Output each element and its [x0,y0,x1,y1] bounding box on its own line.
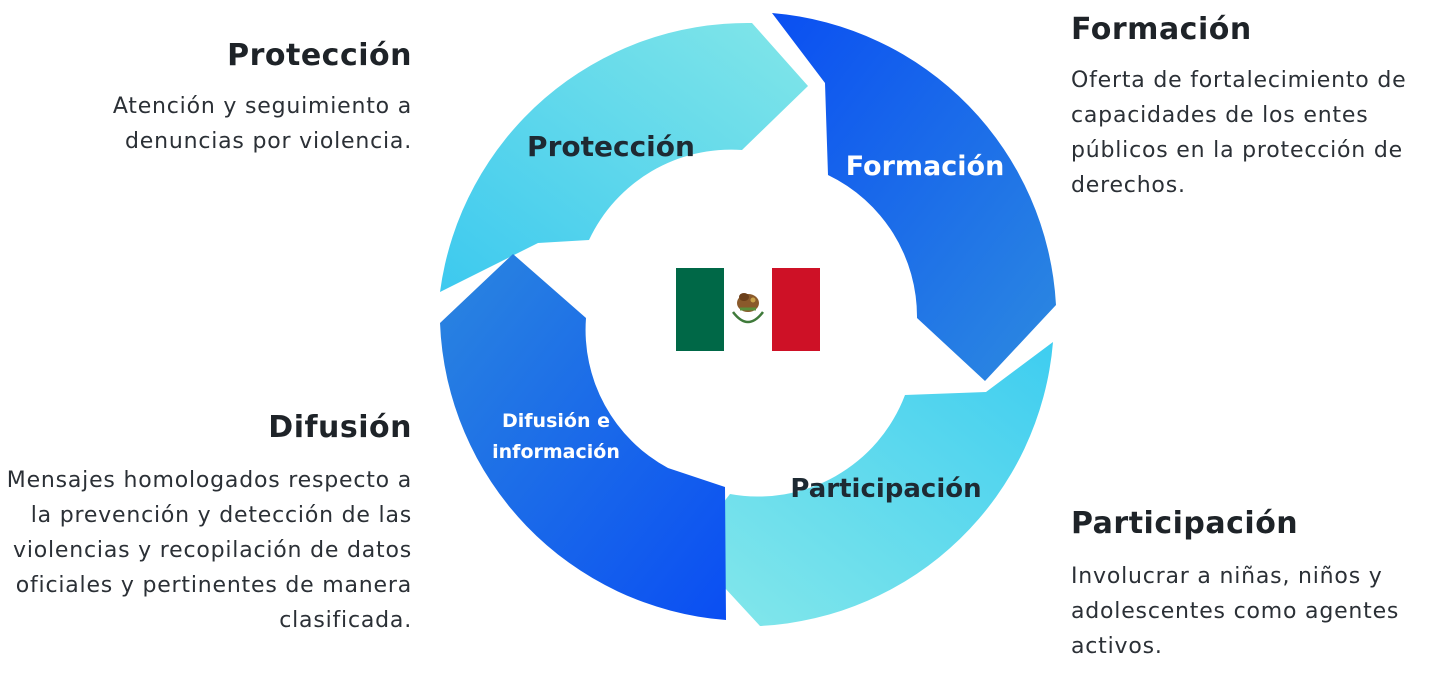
formacion-description: Formación Oferta de fortalecimiento de c… [1071,12,1447,203]
difusion-text: Mensajes homologados respecto a la preve… [6,468,412,633]
proteccion-text: Atención y seguimiento a denuncias por v… [112,94,412,154]
segment-participacion [688,342,1053,626]
mexico-flag-icon [676,268,820,351]
segment-difusion [440,254,726,620]
cycle-label-difusion-1: Difusión e [502,410,610,432]
formacion-text: Oferta de fortalecimiento de capacidades… [1071,68,1407,198]
cycle-label-formacion: Formación [846,151,1005,182]
proteccion-heading: Protección [227,38,412,73]
participacion-description: Participación Involucrar a niñas, niños … [1071,506,1447,664]
segment-formacion [772,13,1056,381]
formacion-heading: Formación [1071,12,1252,47]
participacion-heading: Participación [1071,506,1299,541]
segment-proteccion [440,22,808,293]
cycle-label-difusion-2: información [492,441,620,463]
flag-green-stripe [676,268,724,351]
cycle-label-participacion: Participación [790,474,981,504]
flag-red-stripe [772,268,820,351]
coat-of-arms-icon [732,293,764,324]
cycle-diagram: Protección Formación Difusión e informac… [440,13,1056,626]
participacion-text: Involucrar a niñas, niños y adolescentes… [1071,564,1400,659]
difusion-heading: Difusión [268,410,412,445]
difusion-description: Difusión Mensajes homologados respecto a… [0,410,412,638]
proteccion-description: Protección Atención y seguimiento a denu… [20,38,412,159]
cycle-label-proteccion: Protección [527,130,695,163]
